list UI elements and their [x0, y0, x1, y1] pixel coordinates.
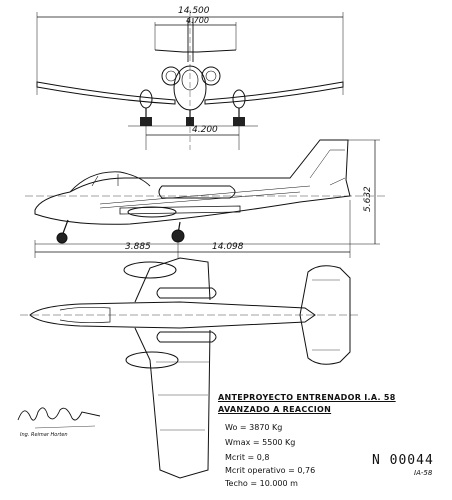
- title-line-2: AVANZADO A REACCION: [218, 405, 332, 414]
- dimension-labels: 14.500 4.700 4.200 5.632 3.885 14.098: [125, 6, 373, 252]
- top-view: [20, 257, 360, 479]
- drawing-number: N 00044: [372, 453, 434, 468]
- spec-techo: Techo = 10.000 m: [225, 479, 298, 488]
- title-line-1: ANTEPROYECTO ENTRENADOR I.A. 58: [218, 393, 396, 402]
- spec-wo: Wo = 3870 Kg: [225, 423, 283, 432]
- spec-mcrit: Mcrit = 0,8: [225, 453, 270, 462]
- dim-tailplane-span: 4.700: [186, 16, 209, 25]
- model-code: IA-58: [414, 469, 433, 477]
- spec-wmax: Wmax = 5500 Kg: [225, 438, 296, 447]
- dim-nose-gear: 3.885: [125, 242, 151, 252]
- signature-note: Ing. Reimar Horten: [20, 432, 68, 438]
- dim-track: 4.200: [192, 125, 218, 135]
- designer-signature: [17, 407, 101, 429]
- dim-span: 14.500: [178, 6, 210, 16]
- front-view: [36, 10, 344, 150]
- spec-mcrit-operativo: Mcrit operativo = 0,76: [225, 466, 316, 475]
- side-view: [25, 139, 385, 258]
- dim-height: 5.632: [363, 186, 373, 212]
- dim-length: 14.098: [212, 242, 244, 252]
